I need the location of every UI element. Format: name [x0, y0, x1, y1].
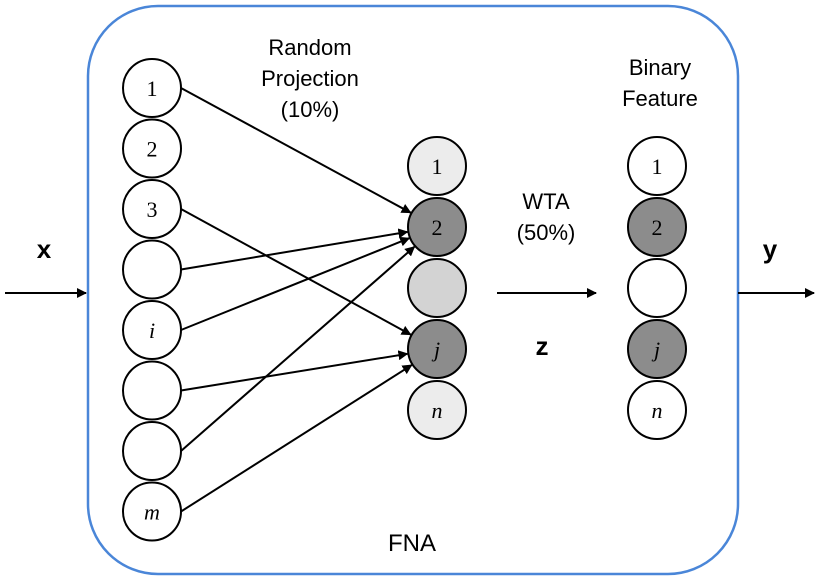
binary-node: n: [627, 380, 687, 440]
connection-arrow: [180, 87, 412, 214]
input-node-label: 3: [147, 197, 158, 222]
binary-node-circle: [627, 136, 687, 196]
input-node-label: i: [149, 318, 155, 343]
projection-node-label: 2: [432, 215, 443, 240]
binary-node: 1: [627, 136, 687, 196]
fna-container: [86, 4, 740, 576]
binary-node-circle: [627, 258, 687, 318]
projection-label-line2: Projection: [261, 66, 359, 91]
binary-node-label: 2: [652, 215, 663, 240]
input-node-circle: [122, 360, 182, 421]
input-node: 3: [122, 179, 182, 239]
projection-node: 2: [407, 197, 467, 257]
input-node-circle: [122, 239, 182, 300]
input-layer: 1 2 3 i m: [122, 58, 182, 542]
input-node: [122, 360, 182, 421]
binary-node: 2: [627, 197, 687, 257]
connection-arrow: [180, 228, 409, 271]
input-node-label: 2: [147, 137, 158, 162]
input-node: 2: [122, 118, 182, 179]
binary-node-label: j: [651, 337, 660, 362]
input-node: [122, 421, 182, 481]
connection-arrow: [180, 350, 409, 392]
projection-node-label: n: [432, 398, 443, 423]
input-node: i: [122, 300, 182, 360]
input-node-circle: [122, 421, 182, 481]
binary-node: j: [627, 319, 687, 379]
projection-label-line1: Random: [268, 35, 351, 60]
binary-label-line2: Feature: [622, 86, 698, 111]
connection-arrow: [180, 364, 413, 513]
container-label: FNA: [388, 530, 436, 557]
input-node: 1: [122, 58, 182, 118]
input-node-circle: [122, 481, 182, 542]
binary-node-label: 1: [652, 154, 663, 179]
binary-label-line1: Binary: [629, 55, 691, 80]
projection-node: j: [407, 319, 467, 379]
connection-arrow: [180, 246, 416, 452]
input-node-circle: [122, 179, 182, 239]
input-node-label: 1: [147, 76, 158, 101]
z-label: z: [536, 331, 549, 361]
projection-node-circle: [407, 258, 467, 318]
connection-arrow: [180, 208, 412, 336]
projection-connections: [180, 87, 416, 513]
wta-label-line2: (50%): [517, 220, 576, 245]
projection-node-label: 1: [432, 154, 443, 179]
projection-node-circle: [407, 197, 467, 257]
projection-node: 1: [407, 136, 467, 196]
binary-node-circle: [627, 319, 687, 379]
binary-node-label: n: [652, 398, 663, 423]
output-label: y: [763, 234, 778, 264]
projection-layer: 1 2 j n: [407, 136, 467, 440]
input-node-circle: [122, 58, 182, 118]
projection-node-circle: [407, 136, 467, 196]
binary-node: [627, 258, 687, 318]
projection-node-label: j: [431, 337, 440, 362]
binary-feature-layer: 1 2 j n: [627, 136, 687, 440]
input-node-circle: [122, 300, 182, 360]
projection-node-circle: [407, 319, 467, 379]
input-node-label: m: [144, 500, 160, 525]
wta-label-line1: WTA: [522, 189, 570, 214]
input-node: m: [122, 481, 182, 542]
input-label: x: [37, 234, 52, 264]
projection-node: [407, 258, 467, 318]
input-node-circle: [122, 118, 182, 179]
binary-node-circle: [627, 380, 687, 440]
connection-arrow: [180, 236, 411, 331]
binary-node-circle: [627, 197, 687, 257]
projection-node-circle: [407, 380, 467, 440]
projection-label-line3: (10%): [281, 97, 340, 122]
input-node: [122, 239, 182, 300]
projection-node: n: [407, 380, 467, 440]
